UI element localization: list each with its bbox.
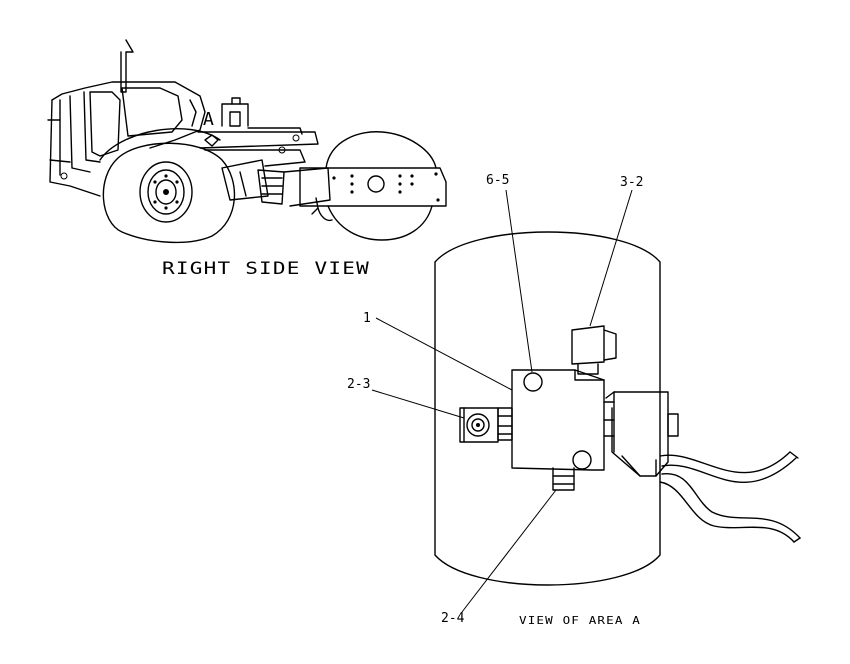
articulation-hitch <box>257 169 285 205</box>
view-of-area-a-caption: VIEW OF AREA A <box>519 614 641 627</box>
top-solenoid <box>571 325 617 375</box>
frame-rail <box>197 131 319 149</box>
callout-3-2: 3-2 <box>620 175 643 190</box>
area-a-marker: A <box>203 109 214 130</box>
leader-1 <box>375 317 513 391</box>
right-side-view-caption: RIGHT SIDE VIEW <box>162 259 370 279</box>
valve-block <box>497 369 605 491</box>
drum-frame <box>299 167 447 207</box>
callout-6-5: 6-5 <box>486 173 509 188</box>
leader-2-3 <box>371 389 465 419</box>
callout-2-4: 2-4 <box>441 611 465 626</box>
area-a-detail-view <box>371 189 801 613</box>
callout-1: 1 <box>363 311 371 326</box>
exhaust-stack <box>120 39 134 93</box>
leader-2-4 <box>461 489 557 613</box>
tank-outline <box>434 231 661 586</box>
rear-tire <box>102 142 236 244</box>
engine-hood <box>51 81 206 149</box>
machine-side-view <box>47 39 447 244</box>
left-solenoid <box>459 407 499 443</box>
callout-2-3: 2-3 <box>347 377 370 392</box>
solenoid-assembly <box>603 391 801 543</box>
port-6-5 <box>523 372 543 392</box>
compaction-drum <box>325 131 437 169</box>
leader-6-5 <box>505 189 533 373</box>
leader-3-2 <box>589 189 633 327</box>
